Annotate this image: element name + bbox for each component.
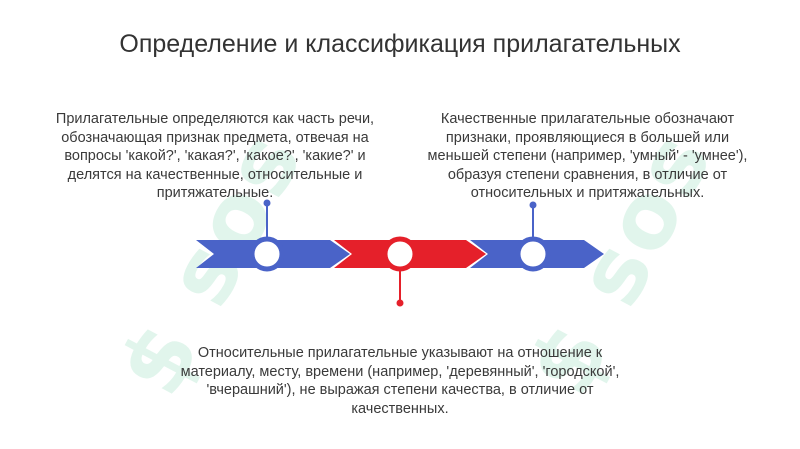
connector-left-dot xyxy=(263,199,271,207)
timeline-node-1 xyxy=(249,236,285,272)
connector-bottom-dot xyxy=(396,299,404,307)
connector-right-dot xyxy=(529,201,537,209)
timeline-node-3 xyxy=(515,236,551,272)
text-block-definition: Прилагательные определяются как часть ре… xyxy=(55,111,375,201)
page-title: Определение и классификация прилагательн… xyxy=(119,30,681,58)
text-block-relative: Относительные прилагательные указывают н… xyxy=(180,345,620,417)
text-block-qualitative: Качественные прилагательные обозначают п… xyxy=(427,111,748,201)
timeline-node-2 xyxy=(382,236,418,272)
